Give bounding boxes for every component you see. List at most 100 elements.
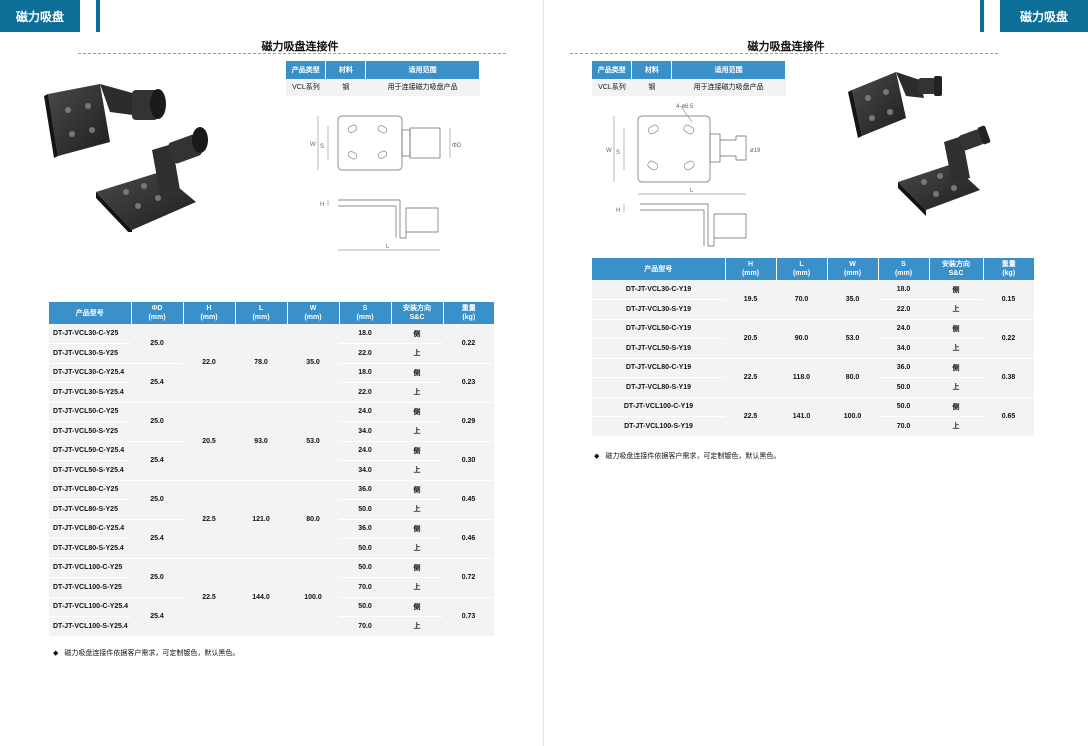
- s-cell: 24.0: [339, 441, 391, 461]
- header-accent-bar-left: [96, 0, 100, 32]
- s-cell: 18.0: [878, 280, 929, 300]
- model-cell: DT-JT-VCL50-C-Y25.4: [49, 441, 131, 461]
- right-technical-drawing: 4-ø6.5 W S ø19 H L: [606, 104, 761, 247]
- s-cell: 24.0: [339, 402, 391, 422]
- s-cell: 18.0: [339, 324, 391, 344]
- model-cell: DT-JT-VCL30-S-Y25.4: [49, 382, 131, 403]
- model-cell: DT-JT-VCL80-S-Y19: [592, 377, 725, 398]
- s-cell: 18.0: [339, 363, 391, 383]
- left-spec-table: 产品类型 材料 适用范围 VCL系列 钢 用于连接磁力吸盘产品: [286, 61, 480, 97]
- width-cell: 53.0: [827, 319, 878, 359]
- right-note: ◆ 磁力吸盘连接件依据客户需求，可定制镀色，默认黑色。: [594, 451, 780, 461]
- left-spec-header: 材料: [325, 61, 367, 79]
- model-cell: DT-JT-VCL100-C-Y25: [49, 558, 131, 578]
- right-spec-cell: VCL系列: [592, 79, 632, 97]
- header-tab-left: 磁力吸盘: [0, 0, 80, 32]
- diameter-cell: 25.4: [131, 363, 183, 403]
- length-cell: 78.0: [235, 324, 287, 403]
- width-cell: 35.0: [287, 324, 339, 403]
- left-col-header: 产品型号: [49, 302, 132, 324]
- direction-cell: 上: [391, 538, 443, 559]
- right-col-header: 重量(kg): [983, 258, 1034, 280]
- right-col-header: S(mm): [878, 258, 930, 280]
- s-cell: 22.0: [339, 343, 391, 364]
- right-spec-cell: 钢: [631, 79, 672, 97]
- model-cell: DT-JT-VCL50-C-Y25: [49, 402, 131, 422]
- diamond-bullet-icon: ◆: [53, 650, 59, 657]
- width-cell: 80.0: [827, 358, 878, 398]
- right-drawing-label-d: ø19: [750, 148, 761, 154]
- width-cell: 100.0: [287, 558, 339, 637]
- right-col-header: 产品型号: [592, 258, 726, 280]
- model-cell: DT-JT-VCL50-C-Y19: [592, 319, 725, 339]
- model-cell: DT-JT-VCL80-S-Y25.4: [49, 538, 131, 559]
- model-cell: DT-JT-VCL80-C-Y19: [592, 358, 725, 378]
- left-title-rule: [78, 53, 506, 54]
- direction-cell: 侧: [391, 441, 443, 461]
- s-cell: 50.0: [339, 597, 391, 617]
- left-spec-cell: 钢: [325, 79, 366, 97]
- left-spec-row: VCL系列 钢 用于连接磁力吸盘产品: [286, 79, 480, 97]
- left-table-header-row: 产品型号 ΦD(mm) H(mm) L(mm) W(mm) S(mm) 安装方向…: [49, 302, 494, 324]
- length-cell: 93.0: [235, 402, 287, 481]
- left-col-header: S(mm): [339, 302, 392, 324]
- length-cell: 121.0: [235, 480, 287, 559]
- diameter-cell: 25.0: [131, 480, 183, 520]
- left-drawing-label-w: W: [310, 142, 316, 148]
- model-cell: DT-JT-VCL30-C-Y25.4: [49, 363, 131, 383]
- direction-cell: 侧: [929, 280, 983, 300]
- weight-cell: 0.46: [443, 519, 494, 559]
- right-page-title: 磁力吸盘连接件: [747, 41, 825, 53]
- direction-cell: 侧: [391, 597, 443, 617]
- right-spec-header: 产品类型: [592, 61, 633, 79]
- right-drawing-label-h: H: [616, 208, 620, 214]
- s-cell: 50.0: [339, 538, 391, 559]
- length-cell: 70.0: [776, 280, 827, 320]
- right-drawing-label-l: L: [690, 188, 694, 194]
- left-spec-header: 产品类型: [286, 61, 327, 79]
- left-drawing-label-d: ΦD: [452, 143, 462, 149]
- header-accent-bar-right: [980, 0, 984, 32]
- s-cell: 34.0: [339, 421, 391, 442]
- direction-cell: 上: [391, 343, 443, 364]
- weight-cell: 0.30: [443, 441, 494, 481]
- s-cell: 50.0: [878, 377, 929, 398]
- left-technical-drawing: W S ΦD H L: [310, 115, 462, 251]
- left-drawing-label-l: L: [386, 244, 390, 250]
- direction-cell: 上: [929, 377, 983, 398]
- direction-cell: 上: [929, 338, 983, 359]
- width-cell: 53.0: [287, 402, 339, 481]
- weight-cell: 0.22: [443, 324, 494, 364]
- left-drawing-label-h: H: [320, 202, 324, 208]
- model-cell: DT-JT-VCL100-S-Y19: [592, 416, 725, 437]
- right-product-image: [848, 72, 991, 216]
- right-title-rule: [570, 53, 998, 54]
- diamond-bullet-icon: ◆: [594, 453, 600, 460]
- right-note-text: 磁力吸盘连接件依据客户需求，可定制镀色，默认黑色。: [605, 453, 781, 460]
- s-cell: 36.0: [339, 519, 391, 539]
- height-cell: 22.0: [183, 324, 235, 403]
- model-cell: DT-JT-VCL30-C-Y25: [49, 324, 131, 344]
- direction-cell: 侧: [929, 397, 983, 417]
- height-cell: 22.5: [183, 480, 235, 559]
- weight-cell: 0.73: [443, 597, 494, 637]
- direction-cell: 侧: [391, 558, 443, 578]
- weight-cell: 0.38: [983, 358, 1034, 398]
- weight-cell: 0.15: [983, 280, 1034, 320]
- model-cell: DT-JT-VCL100-C-Y25.4: [49, 597, 131, 617]
- s-cell: 36.0: [339, 480, 391, 500]
